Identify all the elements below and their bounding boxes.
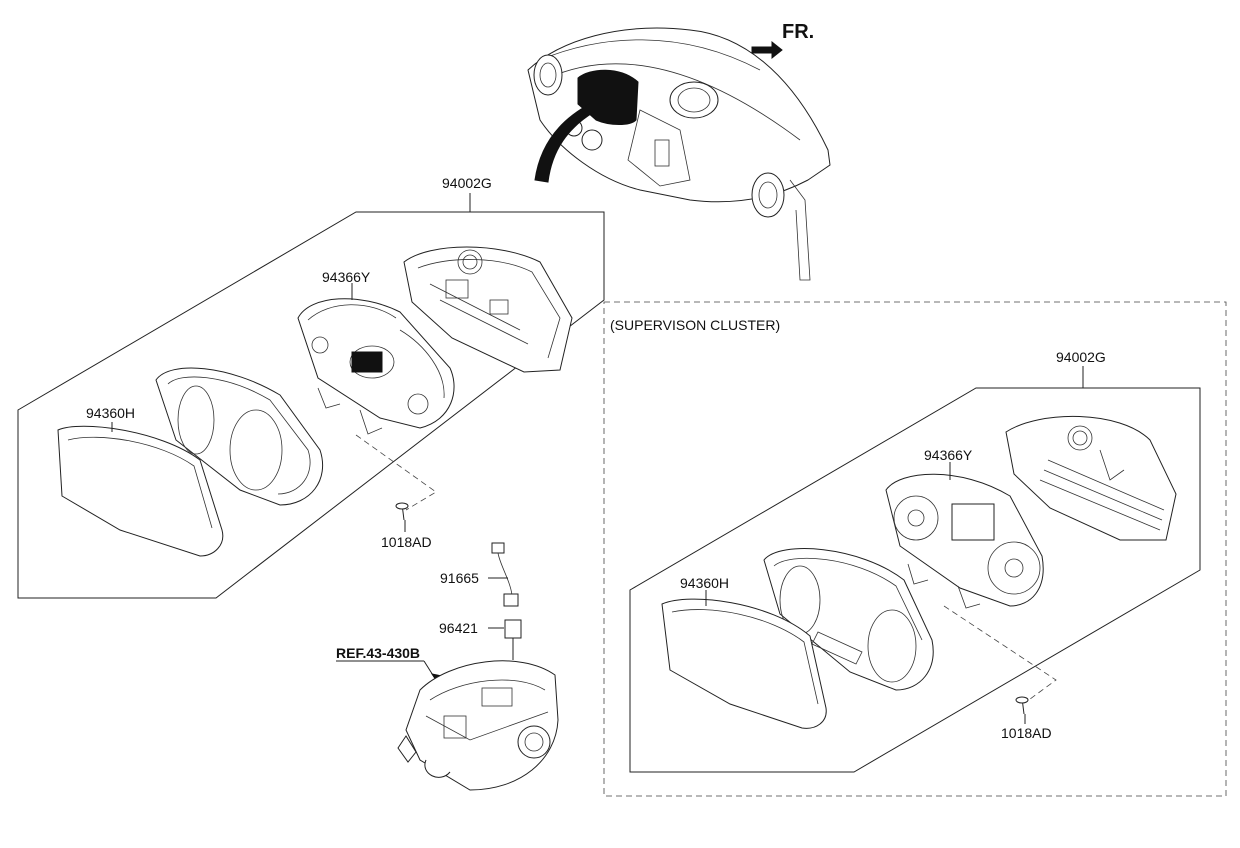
supervision-gauge-face-part-label: 94366Y [924,447,973,463]
transmission-reference-label: REF.43-430B [336,645,420,661]
main-rear-case [403,246,573,373]
dashboard-illustration [527,27,831,281]
main-screw-part-label: 1018AD [381,534,432,550]
speed-sensor [504,619,522,660]
supervision-cluster-frame [603,301,1227,797]
supervision-assembly-part-label: 94002G [1056,349,1106,365]
supervision-rear-case [1005,415,1177,541]
main-lens [57,425,224,557]
harness-connector [491,542,519,607]
supervision-screw-part-label: 1018AD [1001,725,1052,741]
supervision-lens-part-label: 94360H [680,575,729,591]
main-bezel [155,367,324,506]
front-direction-arrow [751,40,783,60]
supervision-gauge-face [885,473,1044,609]
supervision-assembly-outline [629,387,1201,773]
harness-part-label: 91665 [440,570,479,586]
main-lens-part-label: 94360H [86,405,135,421]
front-indicator-label: FR. [782,21,814,43]
supervision-cluster-title: (SUPERVISON CLUSTER) [610,317,780,333]
main-assembly-outline [17,211,605,599]
main-screw [395,502,409,521]
main-gauge-face-part-label: 94366Y [322,269,371,285]
supervision-screw [1015,696,1029,715]
supervision-bezel [763,548,934,691]
transmission-assembly [397,660,559,791]
main-gauge-face [297,298,455,435]
speed-sensor-part-label: 96421 [439,620,478,636]
main-assembly-part-label: 94002G [442,175,492,191]
supervision-lens [661,598,827,729]
